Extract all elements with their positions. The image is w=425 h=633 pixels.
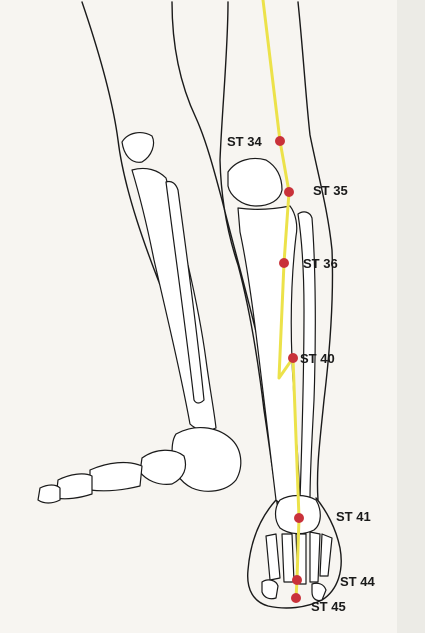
acupoint-st44-dot [292, 575, 302, 585]
acupoint-st41-label: ST 41 [336, 509, 371, 524]
acupoint-st36-label: ST 36 [303, 256, 338, 271]
acupoint-st45-label: ST 45 [311, 599, 346, 614]
front-metatarsal-4 [310, 532, 320, 582]
acupoint-st41-dot [294, 513, 304, 523]
front-toe-1 [262, 580, 278, 599]
acupoint-st35-dot [284, 187, 294, 197]
page-edge [397, 0, 425, 633]
acupoint-st35-label: ST 35 [313, 183, 348, 198]
acupoint-st36-dot [279, 258, 289, 268]
acupoint-st34-label: ST 34 [227, 134, 262, 149]
front-metatarsal-2 [282, 534, 294, 582]
acupoint-st45-dot [291, 593, 301, 603]
front-patella [228, 159, 282, 207]
acupoint-st34-dot [275, 136, 285, 146]
acupoint-st40-label: ST 40 [300, 351, 335, 366]
side-toe-tip [38, 485, 60, 503]
acupoint-st44-label: ST 44 [340, 574, 375, 589]
acupoint-st40-dot [288, 353, 298, 363]
side-metatarsal-1 [90, 463, 142, 491]
